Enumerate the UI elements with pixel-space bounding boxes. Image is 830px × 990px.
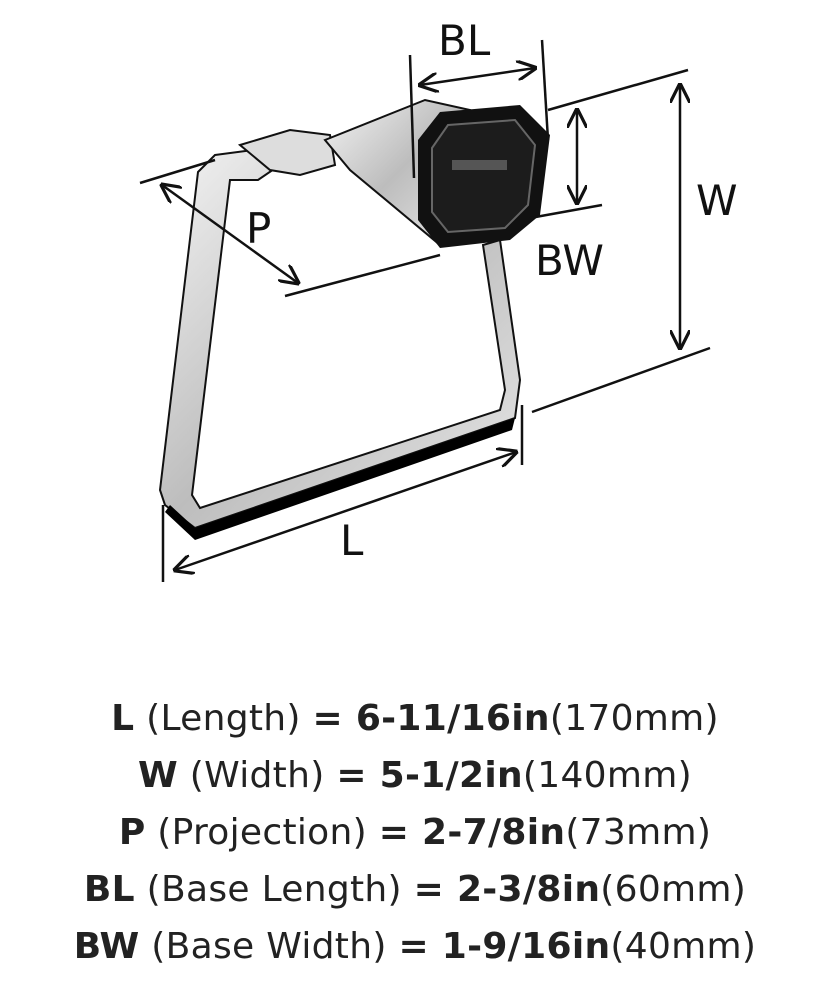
spec-length: L (Length) = 6-11/16in(170mm)	[0, 690, 830, 747]
spec-abbr: L	[111, 698, 135, 739]
spec-abbr: P	[118, 812, 146, 853]
spec-imperial: = 6-11/16in	[312, 698, 550, 739]
label-bw: BW	[535, 236, 604, 285]
label-w: W	[696, 176, 738, 225]
spec-imperial: = 1-9/16in	[398, 926, 611, 967]
ring-frame	[158, 146, 522, 530]
spec-name: (Base Width)	[151, 926, 387, 967]
spec-metric: (60mm)	[600, 869, 747, 910]
towel-ring	[158, 98, 550, 540]
label-p: P	[246, 204, 271, 253]
spec-metric: (40mm)	[610, 926, 757, 967]
dimension-specs: L (Length) = 6-11/16in(170mm) W (Width) …	[0, 690, 830, 975]
spec-base-length: BL (Base Length) = 2-3/8in(60mm)	[0, 861, 830, 918]
spec-abbr: BL	[83, 869, 135, 910]
spec-metric: (170mm)	[549, 698, 719, 739]
mount-base-face	[431, 118, 537, 234]
spec-width: W (Width) = 5-1/2in(140mm)	[0, 747, 830, 804]
spec-imperial: = 2-7/8in	[378, 812, 566, 853]
label-l: L	[340, 516, 364, 565]
spec-imperial: = 2-3/8in	[413, 869, 601, 910]
spec-name: (Width)	[189, 755, 325, 796]
spec-abbr: W	[138, 755, 179, 796]
spec-imperial: = 5-1/2in	[336, 755, 523, 796]
spec-abbr: BW	[73, 926, 140, 967]
ring-arm	[237, 128, 337, 177]
spec-name: (Projection)	[157, 812, 367, 853]
spec-name: (Length)	[146, 698, 301, 739]
spec-name: (Base Length)	[146, 869, 402, 910]
towel-ring-dimension-drawing: BL W P BW L	[139, 16, 738, 582]
spec-projection: P (Projection) = 2-7/8in(73mm)	[0, 804, 830, 861]
spec-metric: (73mm)	[565, 812, 712, 853]
dimension-lines	[139, 39, 711, 582]
spec-metric: (140mm)	[522, 755, 692, 796]
label-bl: BL	[438, 16, 491, 65]
mount-slot	[452, 160, 507, 170]
spec-base-width: BW (Base Width) = 1-9/16in(40mm)	[0, 918, 830, 975]
